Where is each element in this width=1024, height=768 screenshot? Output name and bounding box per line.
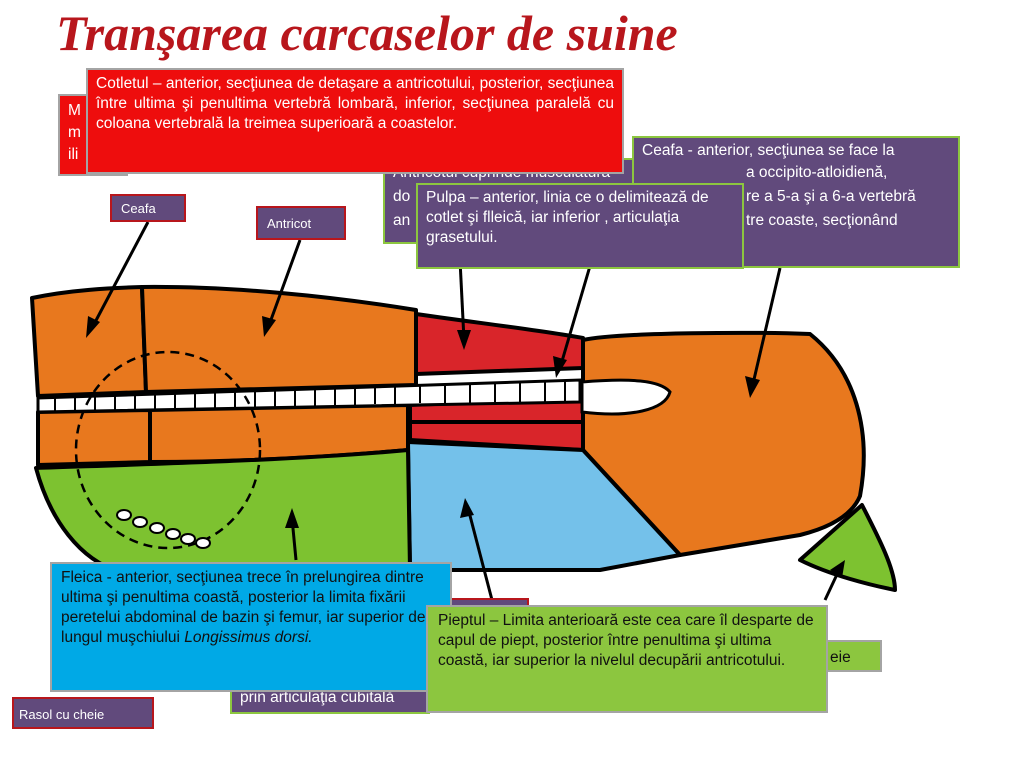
vertebral-column [36, 378, 672, 416]
antricot-desc-line-2: do [393, 188, 411, 205]
label-ceafa: Ceafa [110, 194, 186, 222]
label-antricot: Antricot [256, 206, 346, 240]
label-rasol-cu-cheie: Rasol cu cheie [12, 697, 154, 729]
ceafa-desc-line-1: Ceafa - anterior, secţiunea se face la [642, 142, 895, 159]
rasol-hind-label-box: eie [818, 640, 882, 672]
segment-antricot [140, 284, 418, 394]
cotlet-description-box: Cotletul – anterior, secţiunea de detaşa… [86, 68, 624, 174]
segment-ceafa [30, 285, 148, 398]
ceafa-desc-line-3: re a 5-a şi a 6-a vertebră [746, 188, 916, 205]
arrow-pulpa [558, 265, 592, 369]
arrow-ceafa [90, 221, 150, 329]
segment-rasol-hind [798, 503, 897, 592]
fleica-desc-muscle: Longissimus dorsi. [184, 629, 313, 646]
arrow-piept [466, 507, 494, 601]
nipples [116, 509, 211, 549]
shoulder-circle [74, 350, 262, 550]
segment-rasol-front [36, 408, 152, 467]
pulpa-description-box: Pulpa – anterior, linia ce o delimitează… [416, 183, 744, 269]
segment-fleica [34, 448, 412, 574]
arrow-cotlet [458, 259, 466, 341]
fleica-desc-text: Fleica - anterior, secţiunea trece în pr… [61, 569, 440, 646]
ceafa-desc-line-4: tre coaste, secţionând [746, 212, 898, 229]
fleica-description-box: Fleica - anterior, secţiunea trece în pr… [50, 562, 452, 692]
ceafa-desc-line-2: a occipito-atloidienă, [746, 164, 888, 181]
arrow-antricot [266, 239, 302, 329]
arrow-ceafa-right [750, 267, 782, 389]
slide-title: Tranşarea carcaselor de suine [56, 5, 678, 61]
antricot-desc-line-3: an [393, 212, 411, 229]
pieptul-description-box: Pieptul – Limita anterioară este cea car… [426, 605, 828, 713]
